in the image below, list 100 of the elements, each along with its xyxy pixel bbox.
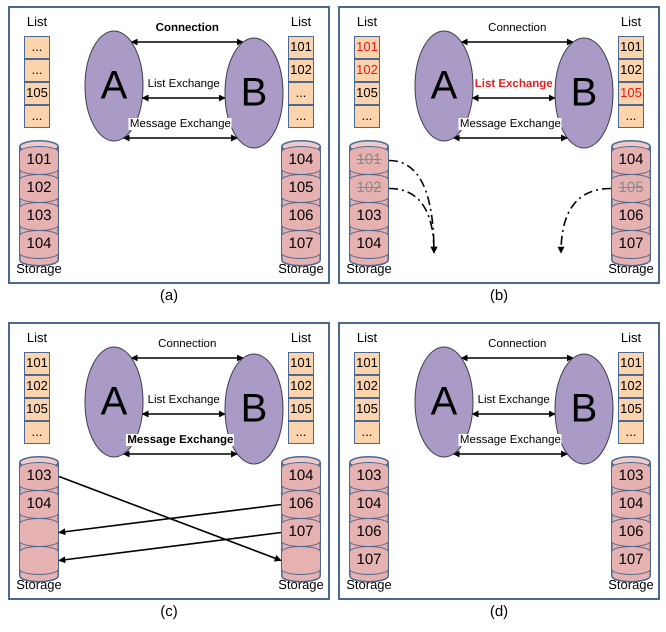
edge-label: Message Exchange bbox=[126, 434, 234, 446]
storage-label: Storage bbox=[346, 577, 392, 592]
list-heading: List bbox=[620, 14, 642, 29]
list-entry: ... bbox=[288, 421, 314, 444]
list-heading: List bbox=[620, 330, 642, 345]
storage-block: 101 bbox=[349, 146, 389, 175]
storage-block: 103 bbox=[611, 462, 651, 491]
storage-label: Storage bbox=[278, 577, 324, 592]
storage-block: 104 bbox=[611, 146, 651, 175]
storage-label: Storage bbox=[16, 577, 62, 592]
panel-caption: (c) bbox=[160, 603, 178, 620]
storage-block: 104 bbox=[19, 230, 59, 259]
storage-block bbox=[19, 518, 59, 547]
node-label: B bbox=[240, 70, 268, 116]
panel-caption: (d) bbox=[490, 603, 508, 620]
storage-block: 104 bbox=[19, 490, 59, 519]
storage-block: 104 bbox=[349, 490, 389, 519]
node-label: A bbox=[100, 64, 128, 108]
arrow bbox=[142, 410, 226, 418]
panel-frame bbox=[338, 6, 660, 284]
panel-frame bbox=[338, 322, 660, 600]
list-entry: 102 bbox=[618, 59, 644, 82]
list-heading: List bbox=[290, 14, 312, 29]
list-heading: List bbox=[356, 14, 378, 29]
arrow bbox=[460, 354, 574, 362]
list-entry: 101 bbox=[288, 352, 314, 375]
list-entry: 105 bbox=[354, 82, 380, 105]
list-entry: ... bbox=[24, 421, 50, 444]
arrow bbox=[58, 532, 282, 564]
storage-block: 102 bbox=[349, 174, 389, 203]
storage-block: 105 bbox=[611, 174, 651, 203]
list-entry: 101 bbox=[618, 352, 644, 375]
list-entry: 102 bbox=[288, 375, 314, 398]
storage-block: 103 bbox=[19, 202, 59, 231]
storage-block: 104 bbox=[611, 490, 651, 519]
edge-label: List Exchange bbox=[146, 78, 221, 90]
discard-arrow bbox=[558, 188, 612, 254]
edge-label: List Exchange bbox=[474, 78, 554, 90]
list-entry: ... bbox=[618, 421, 644, 444]
list-entry: 102 bbox=[24, 375, 50, 398]
list-entry: 105 bbox=[288, 398, 314, 421]
storage-block: 106 bbox=[281, 490, 321, 519]
panel-caption: (b) bbox=[490, 287, 508, 304]
arrow bbox=[472, 94, 556, 102]
edge-label: Message Exchange bbox=[128, 118, 232, 130]
panel-frame bbox=[8, 6, 330, 284]
storage-block bbox=[281, 546, 321, 575]
storage-block: 106 bbox=[281, 202, 321, 231]
list-entry: 101 bbox=[288, 36, 314, 59]
storage-label: Storage bbox=[346, 261, 392, 276]
list-heading: List bbox=[290, 330, 312, 345]
list-entry: 101 bbox=[24, 352, 50, 375]
storage-block: 107 bbox=[611, 230, 651, 259]
list-entry: ... bbox=[354, 105, 380, 128]
list-entry: 105 bbox=[24, 398, 50, 421]
storage-block: 106 bbox=[349, 518, 389, 547]
edge-label: Message Exchange bbox=[458, 434, 562, 446]
node-label: A bbox=[430, 380, 458, 424]
arrow bbox=[58, 476, 282, 562]
arrow bbox=[58, 504, 282, 536]
edge-label: Connection bbox=[487, 338, 548, 350]
storage-block: 104 bbox=[349, 230, 389, 259]
panel-caption: (a) bbox=[160, 287, 178, 304]
list-entry: 101 bbox=[354, 352, 380, 375]
list-entry: 105 bbox=[24, 82, 50, 105]
edge-label: List Exchange bbox=[476, 394, 551, 406]
storage-block: 106 bbox=[611, 518, 651, 547]
list-entry: ... bbox=[24, 36, 50, 59]
list-entry: ... bbox=[288, 105, 314, 128]
storage-block: 107 bbox=[349, 546, 389, 575]
node-label: A bbox=[100, 380, 128, 424]
storage-block: 103 bbox=[349, 202, 389, 231]
panel-frame bbox=[8, 322, 330, 600]
storage-block: 101 bbox=[19, 146, 59, 175]
list-entry: ... bbox=[24, 105, 50, 128]
arrow bbox=[122, 450, 238, 458]
arrow bbox=[142, 94, 226, 102]
list-entry: 105 bbox=[618, 82, 644, 105]
edge-label: Connection bbox=[154, 22, 220, 34]
list-entry: 102 bbox=[354, 375, 380, 398]
node-label: B bbox=[240, 386, 268, 432]
storage-block: 104 bbox=[281, 462, 321, 491]
list-entry: 102 bbox=[354, 59, 380, 82]
list-heading: List bbox=[26, 330, 48, 345]
list-heading: List bbox=[26, 14, 48, 29]
discard-arrow bbox=[388, 188, 438, 254]
arrow bbox=[472, 410, 556, 418]
storage-block bbox=[19, 546, 59, 575]
list-entry: 101 bbox=[354, 36, 380, 59]
storage-block: 104 bbox=[281, 146, 321, 175]
list-entry: 105 bbox=[618, 398, 644, 421]
list-entry: 102 bbox=[288, 59, 314, 82]
node-label: B bbox=[570, 70, 598, 116]
list-entry: ... bbox=[24, 59, 50, 82]
node-label: A bbox=[430, 64, 458, 108]
storage-block: 107 bbox=[611, 546, 651, 575]
storage-block: 103 bbox=[349, 462, 389, 491]
storage-block: 106 bbox=[611, 202, 651, 231]
storage-block: 107 bbox=[281, 230, 321, 259]
storage-block: 103 bbox=[19, 462, 59, 491]
